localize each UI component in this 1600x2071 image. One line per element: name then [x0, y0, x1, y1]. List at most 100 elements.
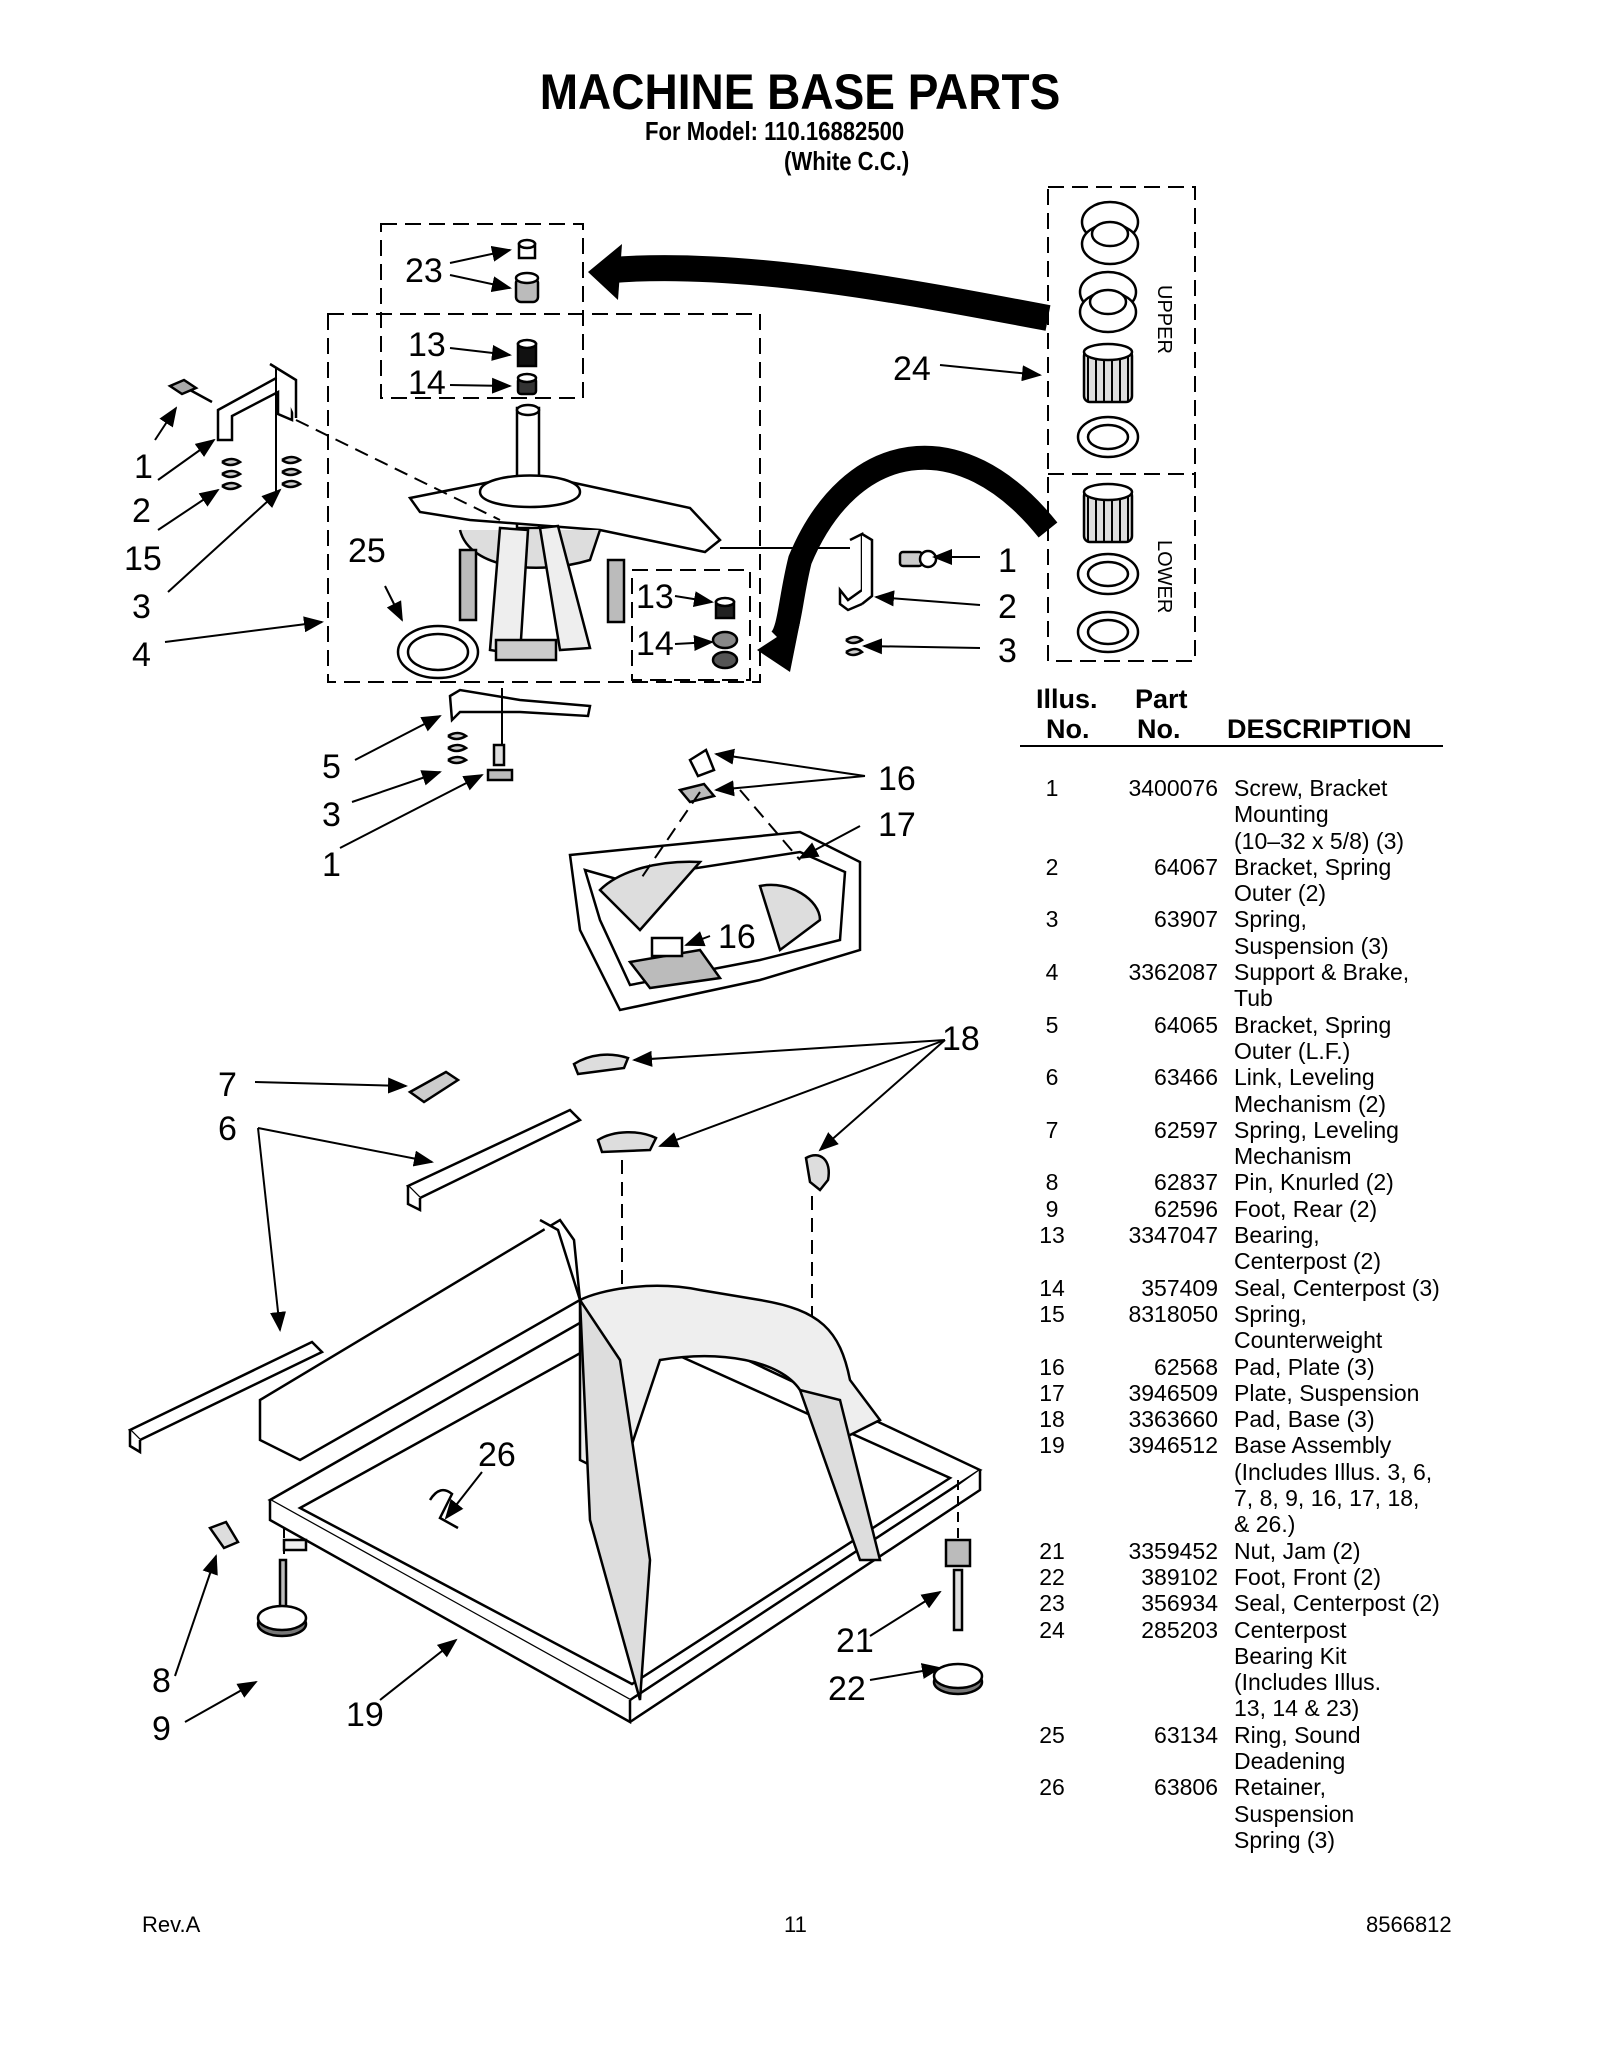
header-part-no: No. — [1137, 714, 1181, 744]
callout-1-right: 1 — [998, 542, 1017, 580]
base-assembly — [208, 1218, 984, 1725]
lower-seal-box — [631, 569, 751, 681]
illus-number: 6 — [1045, 1064, 1059, 1091]
tub-support-brake — [396, 403, 722, 680]
illus-number: 16 — [1039, 1353, 1065, 1380]
callout-15: 15 — [124, 540, 162, 578]
part-description: Spring, Suspension (3) — [1234, 906, 1389, 959]
tub-support-box — [327, 313, 761, 683]
illus-number: 25 — [1039, 1721, 1065, 1748]
page-number: 11 — [784, 1912, 807, 1937]
part-number: 3400076 — [1128, 775, 1218, 801]
callout-6: 6 — [218, 1110, 237, 1148]
part-number: 62837 — [1154, 1169, 1218, 1196]
part-number: 356934 — [1141, 1590, 1218, 1617]
part-description: Plate, Suspension — [1234, 1379, 1420, 1406]
illus-number: 2 — [1045, 853, 1059, 880]
page-title: MACHINE BASE PARTS — [539, 64, 1061, 120]
part-description: Bracket, Spring Outer (2) — [1234, 853, 1392, 907]
part-description: Spring, Counterweight — [1234, 1300, 1383, 1354]
callout-5: 5 — [322, 748, 341, 786]
header-description: DESCRIPTION — [1227, 714, 1412, 744]
group-boxes — [327, 186, 1196, 683]
upper-seal-1 — [1080, 200, 1140, 266]
callout-22: 22 — [828, 1670, 866, 1708]
illus-number: 13 — [1039, 1222, 1065, 1249]
callout-labels: 23 13 14 24 1 2 15 3 4 25 13 14 1 2 3 5 … — [124, 252, 1017, 1748]
pads-and-links — [127, 1053, 831, 1460]
lower-box-parts — [711, 596, 739, 670]
bearing-kit-parts — [1076, 200, 1140, 654]
lower-label: LOWER — [1153, 540, 1175, 613]
part-description: Centerpost Bearing Kit (Includes Illus. … — [1234, 1616, 1382, 1722]
page-header: MACHINE BASE PARTS — [0, 64, 1600, 120]
leader-lines — [154, 245, 1042, 1723]
suspension-plate — [568, 748, 862, 1012]
part-number: 64065 — [1154, 1011, 1218, 1038]
illus-number: 3 — [1045, 906, 1059, 933]
part-number: 357409 — [1141, 1274, 1218, 1301]
callout-3-front: 3 — [322, 796, 341, 834]
part-description: Support & Brake, Tub — [1234, 959, 1410, 1012]
callout-14-upper: 14 — [408, 364, 446, 402]
upper-label: UPPER — [1153, 285, 1175, 354]
part-number: 63907 — [1154, 906, 1218, 933]
part-description: Bracket, Spring Outer (L.F.) — [1234, 1011, 1392, 1064]
callout-19: 19 — [346, 1696, 384, 1734]
illus-number: 22 — [1039, 1563, 1065, 1590]
part-number: 3946509 — [1128, 1379, 1218, 1406]
part-description: Pin, Knurled (2) — [1234, 1169, 1394, 1196]
header-rule — [1020, 745, 1443, 747]
part-description: Foot, Rear (2) — [1234, 1195, 1378, 1222]
callout-23: 23 — [405, 252, 443, 290]
part-number: 63134 — [1154, 1721, 1218, 1748]
part-description: Link, Leveling Mechanism (2) — [1234, 1064, 1387, 1117]
upper-seal-box — [380, 223, 584, 399]
parts-row: 4 3362087 Support & Brake, Tub — [1020, 959, 1450, 1012]
part-description: Screw, Bracket Mounting (10–32 x 5/8) (3… — [1234, 775, 1405, 854]
part-description: Pad, Plate (3) — [1234, 1353, 1375, 1380]
illus-number: 4 — [1045, 959, 1059, 986]
callout-4: 4 — [132, 636, 151, 674]
bearing-kit-box — [1047, 186, 1196, 662]
right-bracket-set — [720, 531, 938, 657]
callout-13-lower: 13 — [636, 578, 674, 616]
part-description: Retainer, Suspension Spring (3) — [1234, 1774, 1355, 1853]
illus-number: 8 — [1045, 1169, 1059, 1196]
parts-row: 21 3359452 Nut, Jam (2) — [1020, 1538, 1450, 1564]
lower-bearing — [1082, 482, 1134, 544]
part-description: Foot, Front (2) — [1234, 1563, 1381, 1590]
part-description: Nut, Jam (2) — [1234, 1537, 1361, 1564]
callout-18: 18 — [942, 1020, 980, 1058]
parts-row: 8 62837 Pin, Knurled (2) — [1020, 1169, 1450, 1195]
parts-row: 3 63907 Spring, Suspension (3) — [1020, 906, 1450, 959]
illus-number: 18 — [1039, 1406, 1065, 1433]
part-number: 64067 — [1154, 853, 1218, 880]
callout-24: 24 — [893, 350, 931, 388]
model-line: For Model: 110.16882500 — [645, 116, 905, 146]
part-description: Base Assembly (Includes Illus. 3, 6, 7, … — [1234, 1432, 1433, 1538]
illus-number: 21 — [1039, 1537, 1065, 1564]
part-number: 3362087 — [1128, 959, 1218, 986]
illus-number: 19 — [1039, 1432, 1065, 1459]
part-description: Bearing, Centerpost (2) — [1234, 1222, 1382, 1275]
part-number: 3359452 — [1128, 1537, 1218, 1564]
illus-number: 23 — [1039, 1590, 1065, 1617]
lower-ring-1 — [1076, 552, 1140, 596]
revision: Rev.A — [142, 1912, 201, 1937]
callout-16-lower: 16 — [718, 918, 756, 956]
callout-1-front: 1 — [322, 846, 341, 884]
